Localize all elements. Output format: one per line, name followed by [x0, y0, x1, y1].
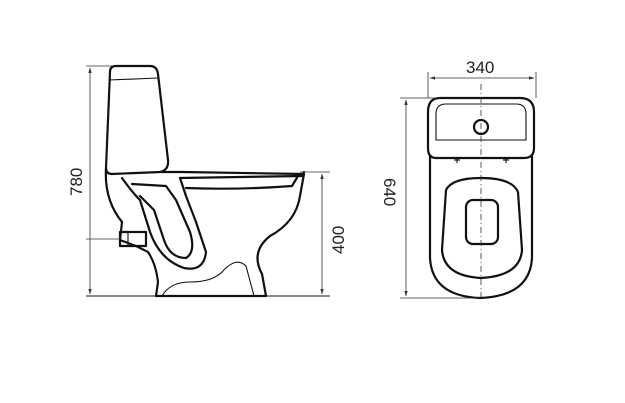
- dim-780-label: 780: [67, 168, 86, 196]
- top-tank-outline: [426, 96, 536, 160]
- dim-340-label: 340: [466, 58, 494, 77]
- trapway: [120, 176, 208, 270]
- bowl-rim: [178, 170, 306, 190]
- seat-outline: [440, 176, 524, 280]
- bowl-outline: [104, 166, 306, 298]
- top-view: 340 640: [380, 58, 537, 300]
- bowl-opening: [464, 198, 500, 246]
- base-arch: [161, 261, 255, 297]
- top-tank-inner: [435, 103, 527, 141]
- dim-400-label: 400: [329, 226, 348, 254]
- side-view: 780 400: [67, 64, 348, 298]
- hinge-marks: [454, 157, 509, 163]
- dim-640-label: 640: [380, 178, 399, 206]
- tank-outline: [104, 64, 170, 176]
- tank-lid-line: [108, 77, 159, 81]
